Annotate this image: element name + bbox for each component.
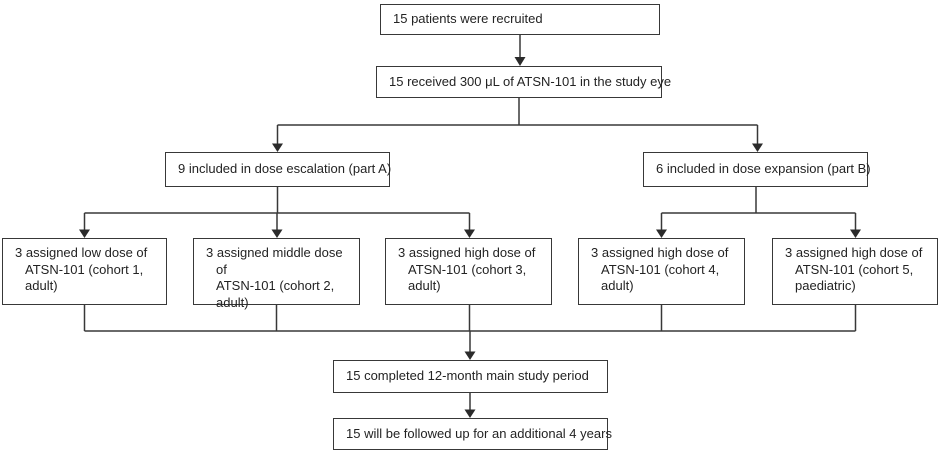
node-followup-4-years: 15 will be followed up for an additional… bbox=[333, 418, 612, 450]
node-cohort-4-high-dose: 3 assigned high dose of ATSN-101 (cohort… bbox=[578, 238, 745, 305]
node-cohort-5-paediatric: 3 assigned high dose of ATSN-101 (cohort… bbox=[772, 238, 938, 305]
node-cohort-3-high-dose: 3 assigned high dose of ATSN-101 (cohort… bbox=[385, 238, 552, 305]
node-dose-expansion-part-b: 6 included in dose expansion (part B) bbox=[643, 152, 871, 187]
node-received-dose: 15 received 300 μL of ATSN-101 in the st… bbox=[376, 66, 671, 98]
arrowheads bbox=[79, 57, 861, 418]
node-completed-main-study: 15 completed 12-month main study period bbox=[333, 360, 608, 393]
connector-lines bbox=[83, 35, 857, 410]
node-recruited: 15 patients were recruited bbox=[380, 4, 660, 35]
node-cohort-1-low-dose: 3 assigned low dose of ATSN-101 (cohort … bbox=[2, 238, 167, 305]
node-dose-escalation-part-a: 9 included in dose escalation (part A) bbox=[165, 152, 391, 187]
node-cohort-2-middle-dose: 3 assigned middle dose of ATSN-101 (coho… bbox=[193, 238, 360, 310]
